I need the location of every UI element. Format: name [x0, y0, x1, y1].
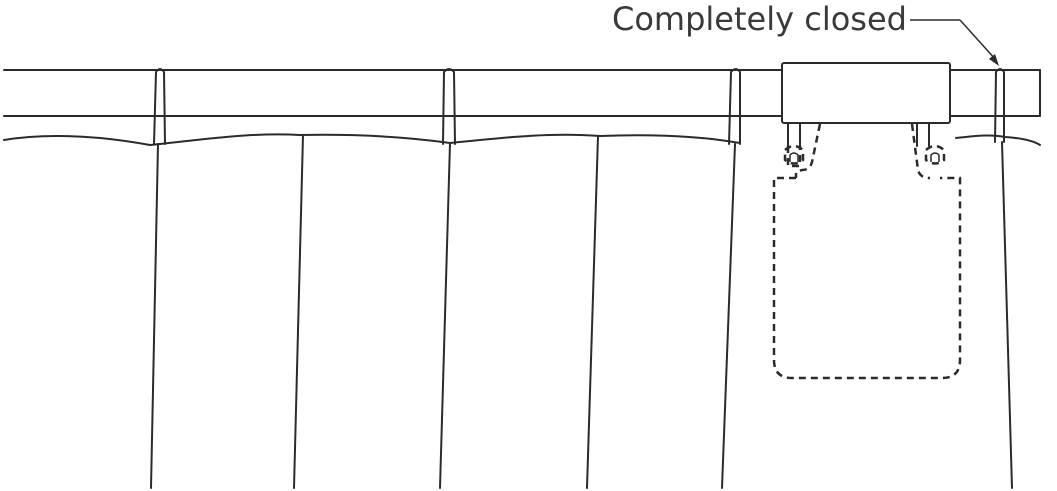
left-hook-clip-outline — [786, 146, 802, 168]
completely-closed-label: Completely closed — [612, 0, 907, 38]
curtain-hook-1 — [153, 68, 166, 145]
motor-housing — [781, 62, 951, 124]
right-clamp-connector — [910, 123, 931, 180]
callout-leader — [910, 19, 997, 61]
right-hook-clip-loop — [924, 144, 946, 165]
callout-arrowhead — [989, 54, 999, 66]
curtain-top-edge-right — [955, 134, 1041, 146]
curtain-hook-4 — [994, 68, 1005, 143]
curtain-hook-3 — [728, 68, 741, 145]
motor-body-hidden — [772, 176, 962, 380]
left-hook-symbol — [789, 152, 799, 162]
left-hook-clip-loop — [783, 144, 805, 165]
curtain-folds — [150, 134, 1013, 489]
curtain-hook-2 — [442, 68, 456, 145]
motor-clamp-arms — [787, 122, 930, 147]
left-clamp-connector — [794, 123, 822, 178]
right-hook-symbol — [930, 152, 940, 162]
curtain-top-edge — [3, 133, 741, 146]
